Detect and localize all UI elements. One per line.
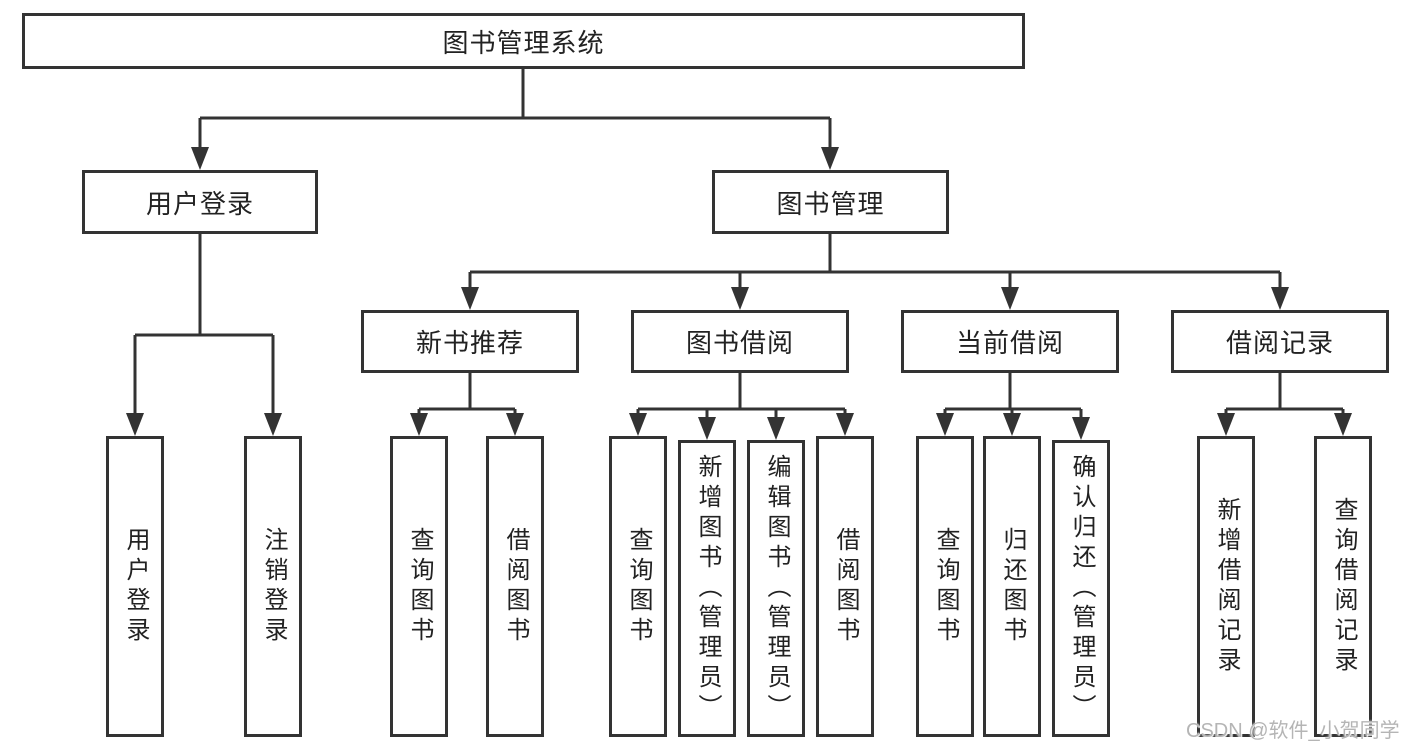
leaf-query-books-3: 查询图书 bbox=[916, 436, 974, 737]
leaf-query-borrow-record-label: 查询借阅记录 bbox=[1330, 496, 1357, 677]
leaf-query-books-2-label: 查询图书 bbox=[625, 526, 652, 647]
leaf-borrow-books-1: 借阅图书 bbox=[486, 436, 544, 737]
leaf-return-books-label: 归还图书 bbox=[999, 526, 1026, 647]
node-book-management-label: 图书管理 bbox=[776, 188, 885, 219]
node-book-management: 图书管理 bbox=[712, 170, 949, 234]
leaf-logout-login: 注销登录 bbox=[244, 436, 302, 737]
node-book-borrow-label: 图书借阅 bbox=[685, 328, 794, 358]
leaf-query-books-1-label: 查询图书 bbox=[406, 526, 433, 647]
leaf-borrow-books-2: 借阅图书 bbox=[816, 436, 874, 737]
node-new-book-recommend: 新书推荐 bbox=[361, 310, 579, 373]
leaf-user-login-label: 用户登录 bbox=[122, 526, 149, 647]
leaf-add-borrow-record: 新增借阅记录 bbox=[1197, 436, 1255, 737]
node-current-borrow: 当前借阅 bbox=[901, 310, 1119, 373]
leaf-borrow-books-2-label: 借阅图书 bbox=[832, 526, 859, 647]
leaf-add-borrow-record-label: 新增借阅记录 bbox=[1213, 496, 1240, 677]
leaf-logout-login-label: 注销登录 bbox=[260, 526, 287, 647]
leaf-confirm-return-admin-label: 确认归还（管理员） bbox=[1068, 453, 1095, 724]
leaf-edit-books-admin: 编辑图书（管理员） bbox=[747, 440, 805, 737]
leaf-user-login: 用户登录 bbox=[106, 436, 164, 737]
arrowheads bbox=[126, 147, 1352, 440]
leaf-edit-books-admin-label: 编辑图书（管理员） bbox=[763, 453, 790, 724]
node-user-login-label: 用户登录 bbox=[145, 188, 254, 219]
csdn-watermark: CSDN @软件_小贺同学 bbox=[1186, 720, 1400, 742]
node-user-login: 用户登录 bbox=[82, 170, 318, 234]
leaf-query-borrow-record: 查询借阅记录 bbox=[1314, 436, 1372, 737]
leaf-query-books-2: 查询图书 bbox=[609, 436, 667, 737]
node-book-borrow: 图书借阅 bbox=[631, 310, 849, 373]
leaf-borrow-books-1-label: 借阅图书 bbox=[502, 526, 529, 647]
leaf-query-books-1: 查询图书 bbox=[390, 436, 448, 737]
leaf-query-books-3-label: 查询图书 bbox=[932, 526, 959, 647]
node-borrow-records-label: 借阅记录 bbox=[1225, 328, 1334, 358]
leaf-return-books: 归还图书 bbox=[983, 436, 1041, 737]
node-borrow-records: 借阅记录 bbox=[1171, 310, 1389, 373]
leaf-add-books-admin: 新增图书（管理员） bbox=[678, 440, 736, 737]
leaf-add-books-admin-label: 新增图书（管理员） bbox=[694, 453, 721, 724]
leaf-confirm-return-admin: 确认归还（管理员） bbox=[1052, 440, 1110, 737]
node-new-book-recommend-label: 新书推荐 bbox=[415, 328, 524, 358]
node-current-borrow-label: 当前借阅 bbox=[955, 328, 1064, 358]
node-root-system: 图书管理系统 bbox=[22, 13, 1025, 69]
node-root-system-label: 图书管理系统 bbox=[442, 27, 605, 58]
